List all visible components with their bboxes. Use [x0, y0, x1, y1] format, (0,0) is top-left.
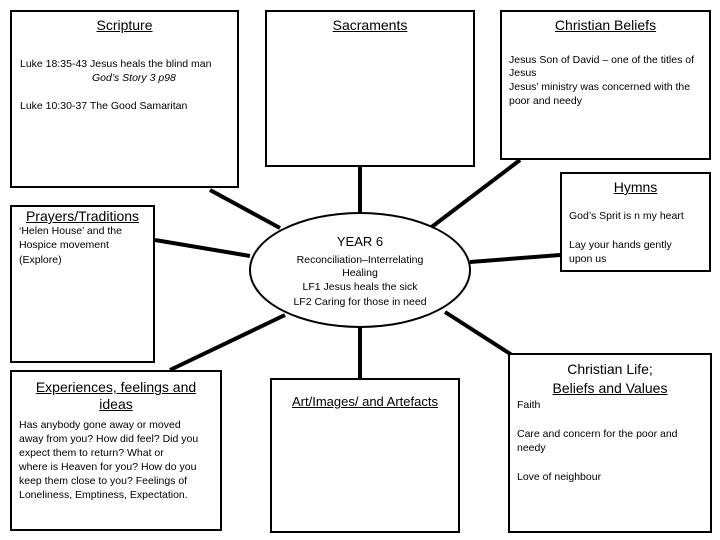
hymns-box: Hymns God’s Sprit is n my heart Lay your… — [560, 172, 711, 272]
center-topic-ellipse: YEAR 6 Reconciliation–Interrelating Heal… — [249, 212, 471, 328]
christian-life-box: Christian Life; Beliefs and Values Faith… — [508, 353, 712, 533]
experiences-title-line-1: Experiences, feelings and — [35, 379, 197, 395]
connector-experiences — [169, 313, 286, 372]
prayers-line-2: Hospice movement — [19, 239, 109, 251]
christian-life-item-3: Love of neighbour — [517, 471, 602, 483]
experiences-line-4: where is Heaven for you? How do you — [19, 461, 197, 473]
connector-hymns — [469, 253, 561, 264]
center-line-1: Reconciliation–Interrelating — [296, 254, 424, 266]
scripture-line-3: Luke 10:30-37 The Good Samaritan — [20, 100, 188, 112]
center-line-4: LF2 Caring for those in need — [293, 296, 427, 308]
center-line-2: Healing — [342, 267, 378, 279]
christian-beliefs-line-3: Jesus’ ministry was concerned with the — [509, 81, 691, 93]
scripture-line-1: Luke 18:35-43 Jesus heals the blind man — [20, 58, 212, 70]
christian-life-item-1: Faith — [517, 399, 541, 411]
christian-beliefs-line-2: Jesus — [509, 67, 537, 79]
connector-scripture — [209, 188, 281, 230]
hymn-2-line-1: Lay your hands gently — [569, 239, 672, 251]
hymn-1: God’s Sprit is n my heart — [569, 210, 684, 222]
hymn-2-line-2: upon us — [569, 253, 607, 265]
sacraments-title: Sacraments — [332, 17, 408, 33]
christian-life-title-line-2: Beliefs and Values — [552, 380, 668, 396]
prayers-traditions-title: Prayers/Traditions — [25, 208, 140, 224]
prayers-line-3: (Explore) — [19, 254, 62, 266]
experiences-line-3: expect them to return? What or — [19, 447, 164, 459]
art-images-box: Art/Images/ and Artefacts — [270, 378, 460, 533]
experiences-line-2: away from you? How did feel? Did you — [19, 433, 199, 445]
experiences-line-1: Has anybody gone away or moved — [19, 419, 181, 431]
sacraments-box: Sacraments — [265, 10, 475, 167]
scripture-box: Scripture Luke 18:35-43 Jesus heals the … — [10, 10, 239, 188]
christian-life-title-line-1: Christian Life; — [567, 361, 653, 377]
prayers-line-1: ‘Helen House’ and the — [19, 225, 122, 237]
scripture-line-2: God’s Story 3 p98 — [92, 72, 176, 84]
connector-beliefs — [423, 158, 522, 234]
scripture-title: Scripture — [96, 17, 153, 33]
art-images-title: Art/Images/ and Artefacts — [292, 394, 438, 409]
christian-life-item-2-line-1: Care and concern for the poor and — [517, 428, 678, 440]
experiences-box: Experiences, feelings and ideas Has anyb… — [10, 370, 222, 531]
connector-life — [443, 310, 517, 359]
christian-life-item-2-line-2: needy — [517, 442, 546, 454]
christian-beliefs-box: Christian Beliefs Jesus Son of David – o… — [500, 10, 711, 160]
prayers-traditions-box: Prayers/Traditions ‘Helen House’ and the… — [10, 205, 155, 363]
christian-beliefs-line-4: poor and needy — [509, 95, 582, 107]
center-line-3: LF1 Jesus heals the sick — [302, 281, 418, 293]
experiences-line-6: Loneliness, Emptiness, Expectation. — [19, 489, 188, 501]
center-title: YEAR 6 — [336, 234, 384, 249]
connector-prayers — [154, 238, 251, 258]
experiences-line-5: keep them close to you? Feelings of — [19, 475, 188, 487]
christian-beliefs-line-1: Jesus Son of David – one of the titles o… — [509, 54, 695, 66]
experiences-title-line-2: ideas — [99, 396, 133, 412]
christian-beliefs-title: Christian Beliefs — [554, 17, 657, 33]
hymns-title: Hymns — [613, 179, 658, 195]
